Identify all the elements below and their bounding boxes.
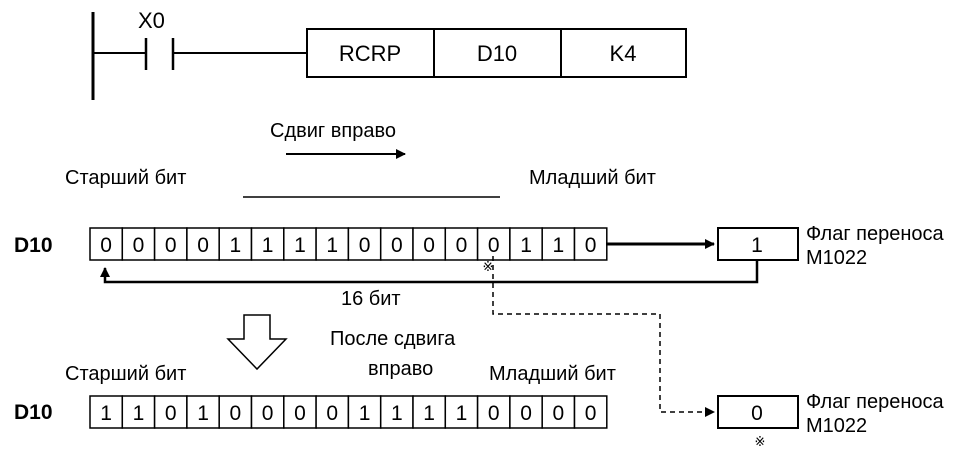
- instruction-operand-1: D10: [477, 41, 517, 66]
- ladder-rung: X0 RCRP D10 K4: [91, 8, 687, 100]
- carry-flag-address-before: M1022: [806, 247, 867, 269]
- instruction-mnemonic: RCRP: [339, 41, 401, 66]
- carry-flag-label-before: Флаг переноса: [806, 223, 945, 245]
- bit-before-value: 0: [197, 234, 209, 257]
- shift-direction-caption: Сдвиг вправо: [270, 120, 396, 142]
- after-shift-caption-line1: После сдвига: [330, 328, 456, 350]
- bit-before-cell: [412, 227, 447, 261]
- bit-before-value: 1: [294, 234, 306, 257]
- bit-before-cell: [218, 227, 253, 261]
- msb-label-before: Старший бит: [65, 167, 186, 189]
- rotate-feedback-path: [100, 260, 759, 284]
- note-mark-before: ※: [483, 259, 494, 274]
- bit-after-cell: [379, 395, 414, 429]
- bit-after-cell: [250, 395, 285, 429]
- register-name-before: D10: [14, 234, 53, 257]
- bit-before-cell: [283, 227, 317, 261]
- bit-after-cell: [283, 395, 317, 429]
- carry-flag-value-before: 1: [751, 234, 763, 257]
- bit-after-value: 0: [326, 402, 338, 425]
- bit-before-cell: [153, 227, 188, 261]
- register-name-after: D10: [14, 401, 53, 424]
- bit-before-value: 0: [423, 234, 435, 257]
- bit-before-value: 1: [326, 234, 338, 257]
- bit-before-value: 0: [359, 234, 371, 257]
- bit-after-value: 1: [456, 402, 468, 425]
- bit-before-cell: [347, 227, 382, 261]
- bit-after-value: 0: [165, 402, 177, 425]
- carry-flag-value-after: 0: [751, 402, 763, 425]
- bit-after-cell: [186, 395, 220, 429]
- bit-before-cell: [121, 227, 156, 261]
- bit-before-value: 1: [262, 234, 274, 257]
- bit-width-label: 16 бит: [341, 288, 401, 310]
- bit-after-value: 0: [585, 402, 597, 425]
- dashed-transfer-path: [492, 256, 715, 417]
- bit-before-value: 0: [133, 234, 145, 257]
- carry-flag-address-after: M1022: [806, 415, 867, 437]
- bit-after-cell: [573, 395, 608, 429]
- bit-before-cell: [315, 227, 350, 261]
- carry-flag-box-after: [717, 395, 799, 429]
- bit-after-value: 0: [230, 402, 242, 425]
- down-arrow-icon: [226, 314, 288, 371]
- instruction-operand-2: K4: [610, 41, 637, 66]
- bit-before-value: 1: [230, 234, 242, 257]
- bit-before-cell: [541, 227, 576, 261]
- lsb-label-after: Младший бит: [489, 363, 616, 385]
- bit-after-cell: [541, 395, 576, 429]
- bit-after-value: 0: [520, 402, 532, 425]
- bit-after-cell: [315, 395, 350, 429]
- bit-before-value: 1: [520, 234, 532, 257]
- bit-after-cell: [153, 395, 188, 429]
- lsb-label-before: Младший бит: [529, 167, 656, 189]
- msb-label-after: Старший бит: [65, 363, 186, 385]
- bit-before-value: 0: [100, 234, 112, 257]
- bit-after-cell: [89, 395, 124, 429]
- bit-before-value: 1: [553, 234, 565, 257]
- instruction-box-outline: [306, 28, 687, 78]
- bit-after-value: 1: [133, 402, 145, 425]
- contact-label: X0: [138, 8, 165, 33]
- bit-after-value: 0: [488, 402, 500, 425]
- bit-before-cell: [186, 227, 220, 261]
- note-mark-after: ※: [755, 434, 766, 449]
- bit-after-value: 0: [262, 402, 274, 425]
- bit-after-value: 1: [423, 402, 435, 425]
- bit-after-cell: [218, 395, 253, 429]
- bit-after-value: 0: [294, 402, 306, 425]
- bit-after-value: 1: [197, 402, 209, 425]
- bit-after-value: 0: [553, 402, 565, 425]
- bit-after-cell: [476, 395, 511, 429]
- after-shift-caption-line2: вправо: [368, 358, 433, 380]
- carry-flag-label-after: Флаг переноса: [806, 391, 945, 413]
- bit-before-value: 0: [456, 234, 468, 257]
- bit-after-value: 1: [100, 402, 112, 425]
- bit-before-value: 0: [585, 234, 597, 257]
- bit-before-cell: [509, 227, 543, 261]
- bit-before-value: 0: [165, 234, 177, 257]
- bit-after-cell: [444, 395, 479, 429]
- bit-after-value: 1: [359, 402, 371, 425]
- bit-before-value: 0: [391, 234, 403, 257]
- bit-before-value: 0: [488, 234, 500, 257]
- bit-after-value: 1: [391, 402, 403, 425]
